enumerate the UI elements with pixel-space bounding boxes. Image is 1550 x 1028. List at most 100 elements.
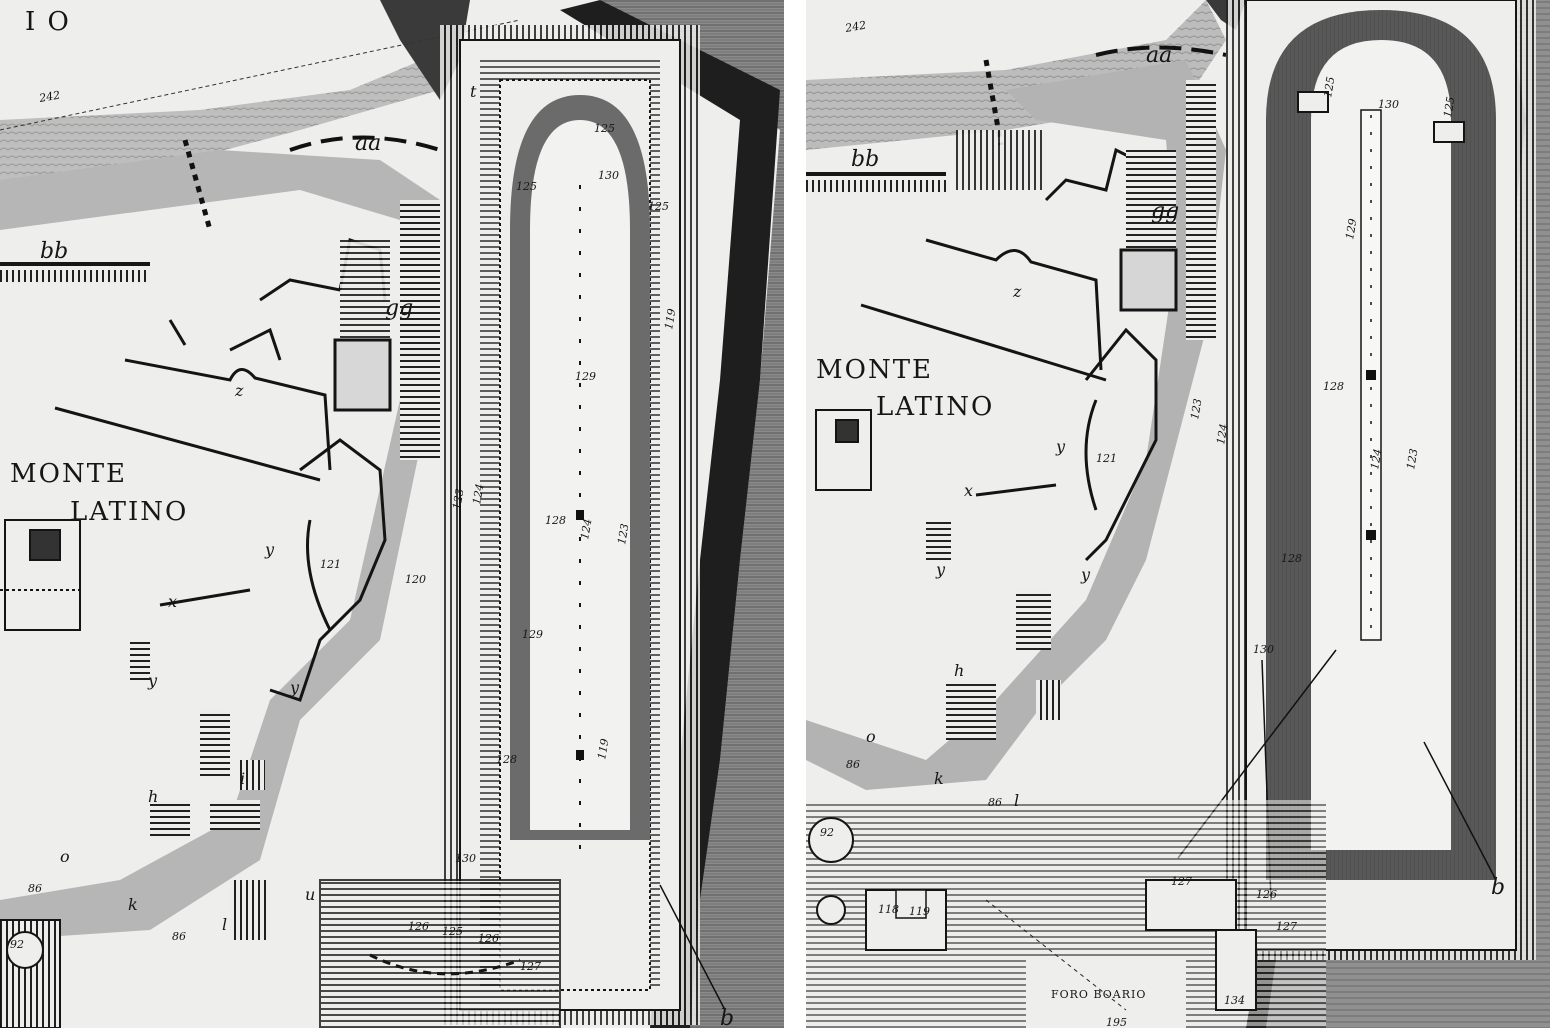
- num-118-right: 118: [878, 903, 899, 916]
- hill-name-line1-right: MONTE: [816, 355, 933, 385]
- num-125c: 125: [648, 200, 669, 213]
- left-map-panel: MONTE LATINO I O 242 aa bb gg z y y y x …: [0, 0, 784, 1028]
- forum-name: FORO BOARIO: [1051, 988, 1146, 1001]
- top-letters: I O: [25, 7, 71, 37]
- boundary-aa-right: [1095, 45, 1227, 57]
- label-z: z: [234, 381, 244, 400]
- sea-area: [600, 0, 784, 1028]
- lower-stalls-right: [926, 520, 1061, 740]
- building-rows-gg-right: [1119, 80, 1216, 340]
- num-125d: 125: [442, 925, 463, 938]
- num-127: 127: [520, 960, 541, 973]
- num-123a-right: 123: [1188, 398, 1204, 421]
- label-y1: y: [264, 540, 275, 559]
- num-123b-right: 123: [1404, 448, 1420, 471]
- left-map-svg: MONTE LATINO I O 242 aa bb gg z y y y x …: [0, 0, 784, 1028]
- num-86b-right: 86: [988, 796, 1002, 809]
- dashed-marker-right: [983, 59, 1004, 146]
- num-126-right: 126: [1256, 888, 1277, 901]
- num-127b-right: 127: [1276, 920, 1297, 933]
- num-86a: 86: [28, 882, 42, 895]
- west-temple-right: [815, 409, 872, 491]
- right-map-panel: MONTE LATINO 242 aa bb gg z y y y x h k …: [806, 0, 1550, 1028]
- right-map-labels: MONTE LATINO 242 aa bb gg z y y y x h k …: [816, 19, 1505, 1028]
- left-map-labels: MONTE LATINO I O 242 aa bb gg z y y y x …: [10, 7, 734, 1028]
- num-129b: 129: [522, 628, 543, 641]
- circus-arena-right: [1266, 10, 1496, 880]
- cliff-edge: [560, 0, 780, 1028]
- num-119a: 119: [662, 308, 678, 331]
- label-o-right: o: [866, 727, 876, 746]
- label-y2: y: [147, 671, 158, 690]
- hill-name-line2: LATINO: [70, 497, 188, 527]
- label-bb-right: bb: [851, 147, 879, 172]
- circus-arena: [510, 95, 650, 860]
- pointer-line-b: [659, 884, 726, 1011]
- edge-number: 242: [37, 89, 61, 106]
- label-y2-right: y: [935, 560, 946, 579]
- palisade-bb: [0, 262, 150, 282]
- num-126b: 126: [478, 932, 499, 945]
- label-x: x: [168, 592, 177, 611]
- num-134-right: 134: [1224, 994, 1245, 1007]
- num-130a-right: 130: [1378, 98, 1399, 111]
- label-x-right: x: [964, 481, 973, 500]
- upper-marsh-right: [806, 0, 1206, 80]
- upper-marsh: [0, 0, 520, 120]
- label-aa-right: aa: [1146, 43, 1172, 68]
- num-130b: 130: [455, 852, 476, 865]
- label-i: i: [240, 769, 245, 788]
- num-126a: 126: [408, 920, 429, 933]
- label-k-right: k: [934, 769, 944, 788]
- num-128b: 128: [496, 753, 517, 766]
- building-rows-gg: [333, 200, 440, 460]
- num-123b: 123: [615, 523, 631, 546]
- label-aa: aa: [355, 131, 381, 156]
- label-b-right: b: [1491, 875, 1505, 900]
- num-123a: 123: [450, 488, 466, 511]
- label-h-right: h: [954, 661, 964, 680]
- num-119b: 119: [595, 738, 611, 761]
- edge-number-right: 242: [843, 19, 867, 36]
- lower-forum-right: [806, 800, 1326, 1028]
- num-124b-right: 124: [1368, 448, 1384, 471]
- num-130b-right: 130: [1253, 643, 1274, 656]
- label-bb: bb: [40, 239, 68, 264]
- num-129-right: 129: [1343, 218, 1359, 241]
- lower-stalls: [130, 640, 270, 940]
- num-128a: 128: [545, 514, 566, 527]
- num-125b: 125: [516, 180, 537, 193]
- label-o: o: [60, 847, 70, 866]
- num-120: 120: [405, 573, 426, 586]
- num-128b-right: 128: [1281, 552, 1302, 565]
- num-86b: 86: [172, 930, 186, 943]
- num-124b: 124: [578, 518, 594, 541]
- label-h: h: [148, 787, 158, 806]
- label-gg: gg: [385, 296, 413, 321]
- num-124a-right: 124: [1214, 423, 1230, 446]
- num-127a-right: 127: [1171, 875, 1192, 888]
- label-l: l: [222, 915, 227, 934]
- hill-name-line2-right: LATINO: [876, 392, 994, 422]
- num-121: 121: [320, 558, 341, 571]
- num-119-right: 119: [909, 905, 930, 918]
- num-121-right: 121: [1096, 452, 1117, 465]
- num-130a: 130: [598, 169, 619, 182]
- label-b: b: [720, 1006, 734, 1028]
- num-124a: 124: [470, 483, 486, 506]
- num-195-right: 195: [1106, 1016, 1127, 1028]
- west-temple: [0, 519, 81, 631]
- palisade-bb-right: [806, 130, 1046, 192]
- survey-line: [0, 19, 521, 131]
- num-92-right: 92: [820, 826, 834, 839]
- num-128a-right: 128: [1323, 380, 1344, 393]
- num-125a-right: 125: [1321, 76, 1337, 99]
- lower-complex: [0, 879, 561, 1028]
- label-y3: y: [289, 678, 300, 697]
- boundary-aa: [289, 135, 441, 152]
- num-86a-right: 86: [846, 758, 860, 771]
- dashed-marker: [182, 139, 213, 231]
- hill-margin-band-right: [806, 60, 1226, 790]
- right-map-svg: MONTE LATINO 242 aa bb gg z y y y x h k …: [806, 0, 1550, 1028]
- label-y1-right: y: [1055, 437, 1066, 456]
